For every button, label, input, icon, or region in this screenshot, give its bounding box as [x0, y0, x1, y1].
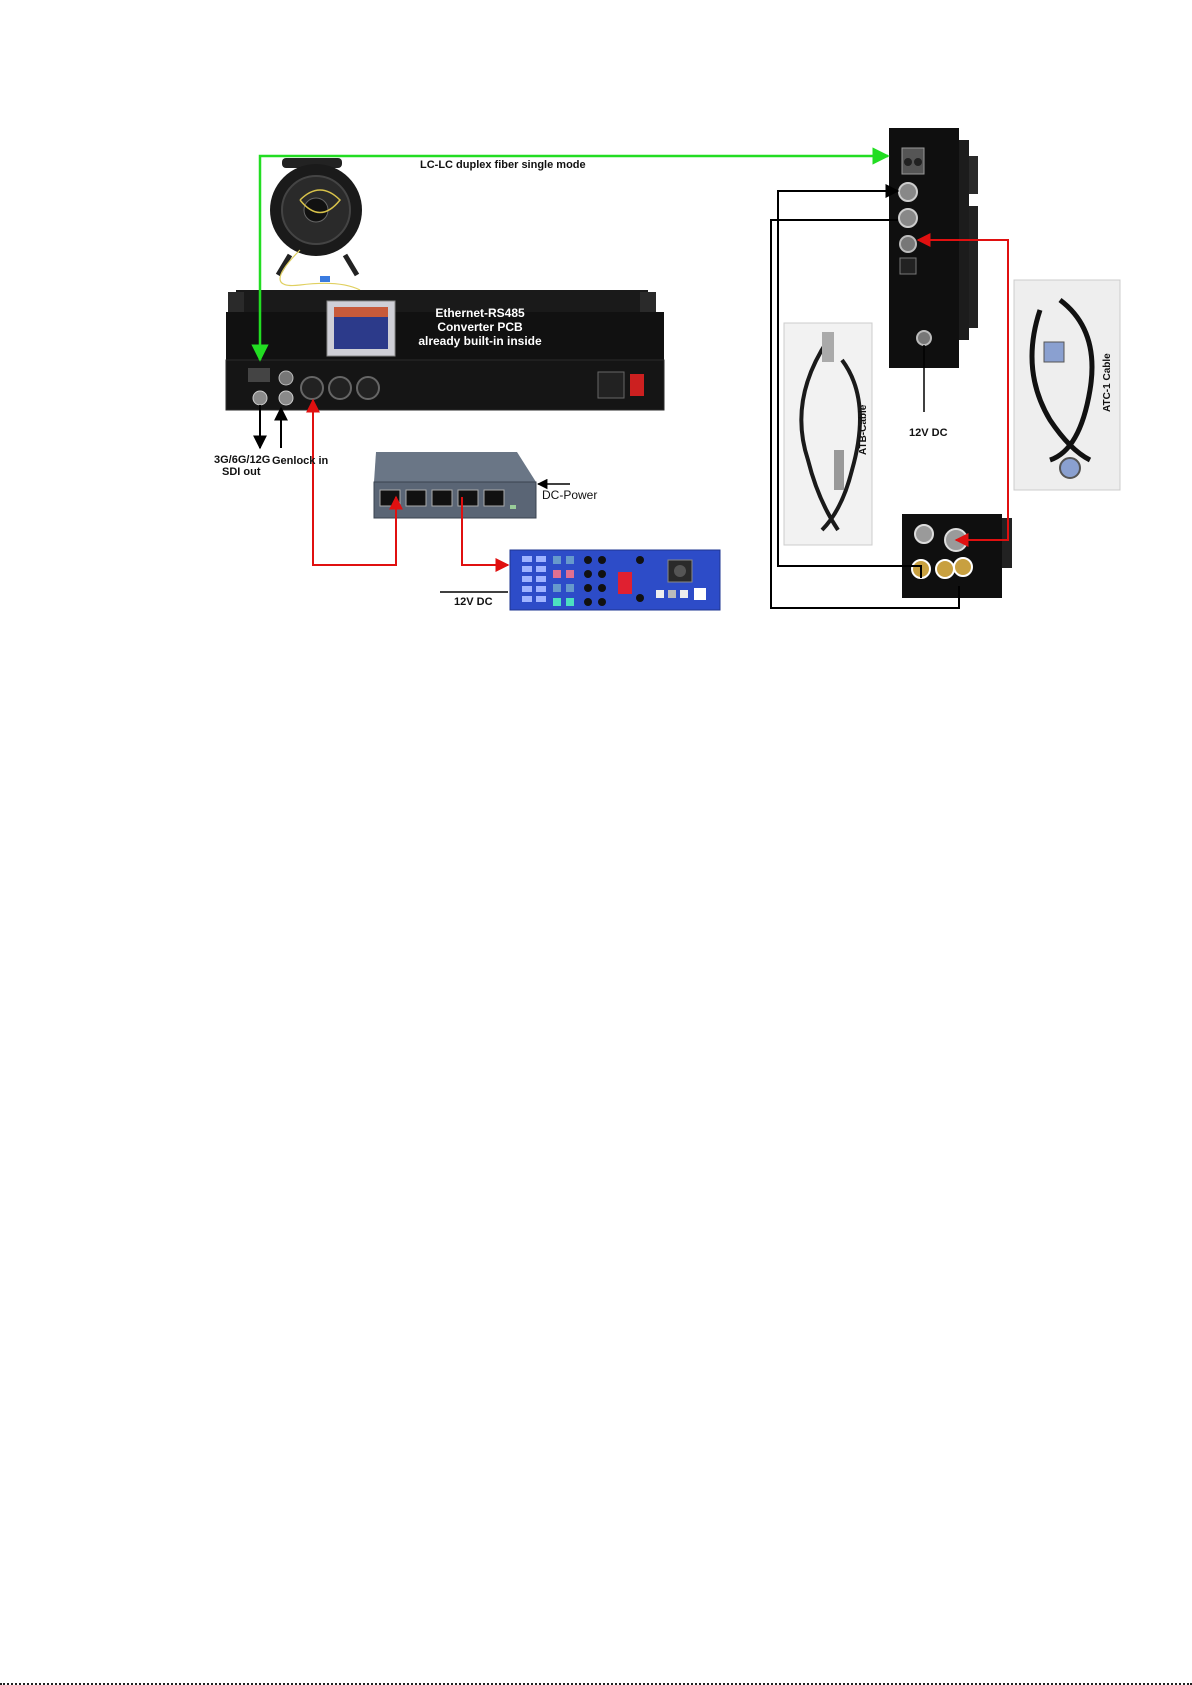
pcb-label-line-1: Ethernet-RS485 — [405, 306, 555, 320]
panel-12v-dc-label: 12V DC — [454, 596, 493, 608]
ethernet-switch — [374, 452, 536, 518]
fiber-cable-reel — [270, 158, 362, 290]
pcb-label-line-2: Converter PCB — [405, 320, 555, 334]
control-panel — [510, 550, 720, 610]
sdi-out-label-line-2: SDI out — [222, 466, 261, 478]
pcb-label-line-3: already built-in inside — [405, 334, 555, 348]
genlock-label: Genlock in — [272, 455, 328, 467]
receiver-12v-dc-label: 12V DC — [909, 427, 948, 439]
fiber-label: LC-LC duplex fiber single mode — [420, 159, 586, 171]
sdi-out-label-line-1: 3G/6G/12G — [214, 454, 270, 466]
dc-power-label: DC-Power — [542, 489, 597, 501]
atc-cable-label: ATC-1 Cable — [1102, 353, 1114, 412]
fiber-receiver-box — [889, 128, 978, 368]
atb-cable-label: ATB-Cable — [858, 405, 870, 455]
camera — [902, 514, 1012, 598]
